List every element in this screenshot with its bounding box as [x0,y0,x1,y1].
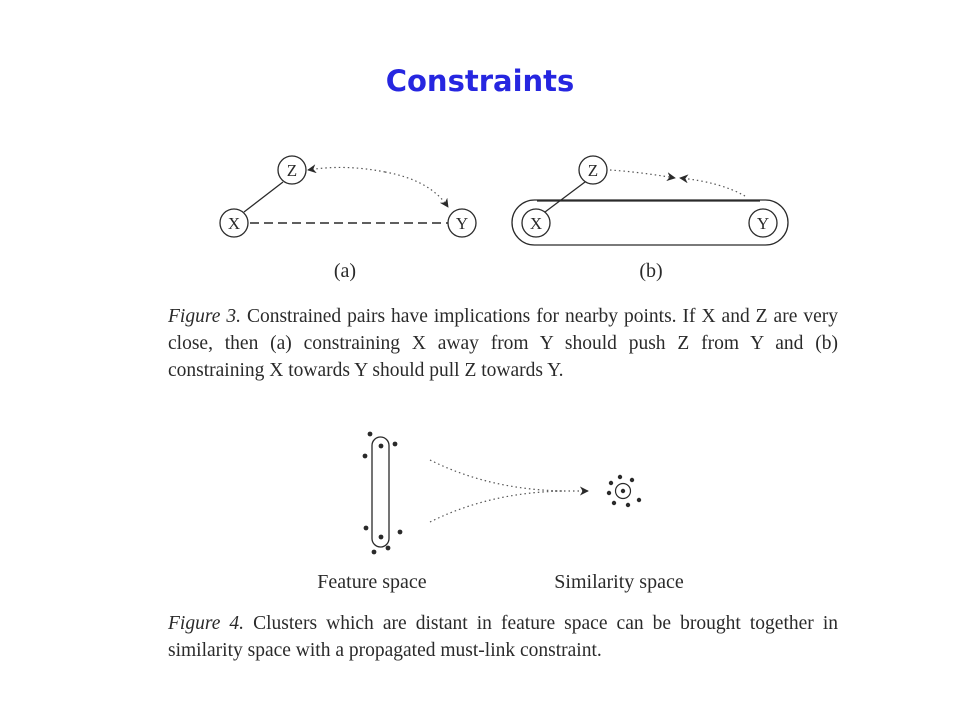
pull-arrow-y-left [679,174,746,197]
point [362,453,368,459]
figure4-diagram: Feature space Similarity space [317,431,684,593]
point [629,477,635,483]
node-z-label: Z [287,161,297,180]
node-z-label: Z [588,161,598,180]
node-y [447,208,477,238]
must-link-enclosure [511,199,789,246]
similarity-space-points [606,474,642,508]
feature-space-points [362,431,403,555]
figure3-caption-text: Constrained pairs have implications for … [168,306,838,381]
push-arrow-z-left [307,164,386,174]
figure3-panel-b: Z X Y (b) [511,155,789,282]
point [378,443,384,449]
figure4-caption: Figure 4. Clusters which are distant in … [168,610,838,664]
point [625,502,631,508]
node-z [277,155,307,185]
point [367,431,373,437]
similarity-cluster-ring [614,482,632,500]
similarity-space-label: Similarity space [554,571,684,593]
edge-z-x [243,181,284,213]
push-arrow-z-y [384,171,449,208]
node-x-label: X [228,214,240,233]
point [378,534,384,540]
propagation-path-top [429,459,566,492]
node-y [748,208,778,238]
node-z [578,155,608,185]
point [636,497,642,503]
pull-arrow-z-right [609,169,676,182]
figure3-caption: Figure 3. Constrained pairs have implica… [168,303,838,384]
slide-title: Constraints [385,64,575,98]
figure3-panel-a: Z X Y (a) [219,155,477,282]
figure4-caption-text: Clusters which are distant in feature sp… [168,613,839,661]
propagation-path-bottom [429,490,566,523]
figure3-caption-label: Figure 3. [168,306,241,327]
node-y-label: Y [456,214,468,233]
node-x-label: X [530,214,542,233]
edge-z-x [544,181,586,213]
panel-a-label: (a) [334,260,356,282]
node-x [219,208,249,238]
point [608,480,614,486]
feature-space-enclosure [371,436,390,548]
point [363,525,369,531]
figure4-caption-label: Figure 4. [168,613,245,634]
point [371,549,377,555]
point [392,441,398,447]
point [617,474,623,480]
point [611,500,617,506]
node-y-label: Y [757,214,769,233]
point [620,488,626,494]
point [397,529,403,535]
feature-space-label: Feature space [317,571,427,593]
point [606,490,612,496]
panel-b-label: (b) [639,260,662,282]
point [385,545,391,551]
node-x [521,208,551,238]
